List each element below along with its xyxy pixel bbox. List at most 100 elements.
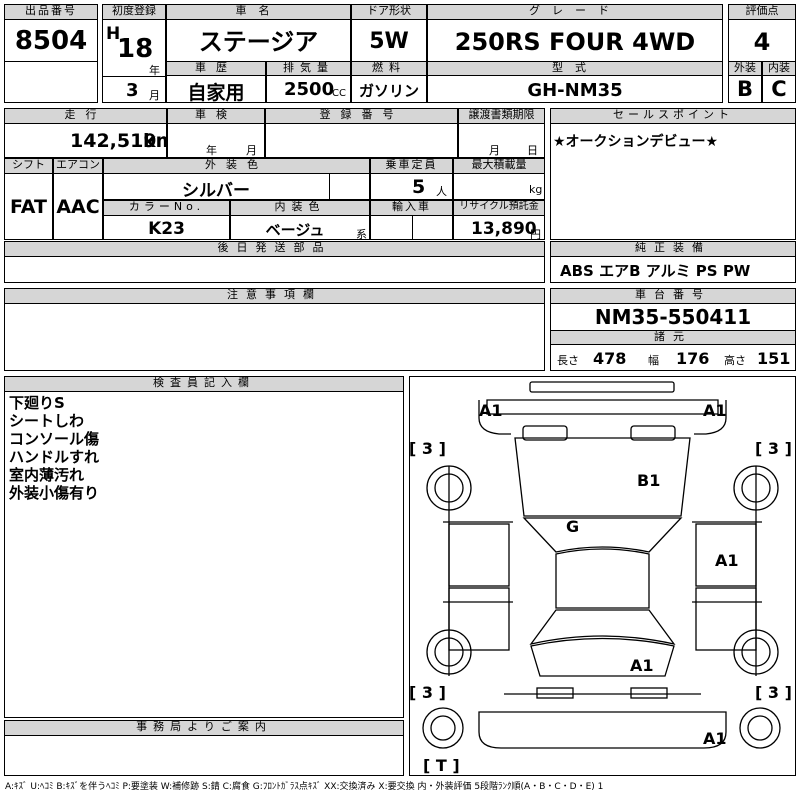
aircon-value: AAC	[56, 196, 100, 218]
inspector-note: 室内薄汚れ	[9, 466, 85, 484]
right-front-door	[695, 523, 757, 587]
spec-height-label: 高さ	[724, 354, 746, 367]
int-color-label: 内装色	[230, 200, 370, 216]
tire-fr: [ 3 ]	[755, 439, 792, 458]
wheel-fl	[426, 465, 472, 511]
equipment-label: 純正装備	[550, 241, 796, 257]
chassis-label: 車台番号	[550, 288, 796, 304]
history-value: 自家用	[187, 82, 245, 104]
left-body	[443, 466, 513, 676]
inspector-notes: 下廻りS シートしわ コンソール傷 ハンドルすれ 室内薄汚れ 外装小傷有り	[9, 394, 389, 502]
first-reg-month-unit: 月	[149, 89, 160, 102]
mileage-label: 走行	[4, 108, 167, 124]
int-color-unit: 系	[356, 228, 367, 241]
first-reg-era: H	[106, 24, 121, 44]
left-front-door	[448, 523, 510, 587]
grille-left	[522, 425, 568, 441]
front-bumper-left	[478, 400, 511, 435]
legend: A:ｷｽﾞ U:ﾍｺﾐ B:ｷｽﾞを伴うﾍｺﾐ P:要塗装 W:補修跡 S:錆 …	[5, 782, 604, 792]
spec-length-label: 長さ	[557, 354, 579, 367]
max-load-label: 最大積載量	[453, 158, 545, 174]
mark-front-left: A1	[479, 401, 503, 420]
history-label: 車歴	[166, 61, 266, 76]
right-rear-door	[695, 587, 757, 651]
mark-rear: A1	[630, 656, 654, 675]
car-name-value: ステージア	[198, 28, 319, 56]
shift-value: FAT	[10, 196, 47, 218]
transfer-label: 譲渡書類期限	[458, 108, 545, 124]
inspector-note: シートしわ	[9, 412, 85, 430]
ext-color-divider	[329, 173, 370, 200]
door-label: ドア形状	[351, 4, 427, 20]
aircon-label: エアコン	[53, 158, 103, 174]
front-bumper-right	[694, 400, 727, 435]
capacity-label: 乗車定員	[370, 158, 453, 174]
spare-tire	[422, 707, 464, 749]
later-parts-label: 後日発送部品	[4, 241, 545, 257]
spec-width-value: 176	[676, 349, 710, 368]
interior-label: 内装	[762, 61, 796, 76]
sales-point-cell	[550, 108, 796, 240]
first-reg-year-unit: 年	[149, 64, 160, 77]
score-label: 評価点	[728, 4, 796, 20]
score-value: 4	[753, 28, 771, 56]
model-label: 型式	[427, 61, 723, 76]
wheel-fr	[733, 465, 779, 511]
rear-lamp-right	[630, 687, 668, 699]
tailgate	[530, 637, 675, 677]
rear-bumper	[478, 711, 727, 749]
front-bumper-face	[486, 399, 719, 415]
left-rear-door	[448, 587, 510, 651]
inspector-note: コンソール傷	[9, 430, 100, 448]
first-reg-label: 初度登録	[102, 4, 166, 20]
color-no-label: カラーNo.	[103, 200, 230, 216]
inspection-label: 車検	[167, 108, 265, 124]
windshield	[522, 517, 683, 553]
tire-spare: [ T ]	[423, 756, 460, 775]
import-divider	[412, 215, 453, 240]
first-reg-year: 18	[117, 34, 154, 64]
grille-right	[630, 425, 676, 441]
shift-label: シフト	[4, 158, 53, 174]
first-reg-month-row	[102, 76, 166, 103]
mark-hood: B1	[637, 471, 660, 490]
grade-label: グレード	[427, 4, 723, 20]
grade-value: 250RS FOUR 4WD	[454, 28, 696, 56]
displacement-label: 排気量	[266, 61, 351, 76]
capacity-unit: 人	[436, 185, 447, 198]
spare-tire-right	[739, 707, 781, 749]
inspection-month-unit: 月	[246, 144, 257, 157]
max-load-unit: kg	[529, 183, 543, 196]
spec-width-label: 幅	[648, 354, 659, 367]
mark-front-right: A1	[703, 401, 727, 420]
model-value: GH-NM35	[527, 80, 623, 101]
inspection-year-unit: 年	[206, 144, 217, 157]
ext-color-value: シルバー	[182, 181, 250, 201]
inspector-note: 下廻りS	[9, 394, 65, 412]
office-label: 事務局よりご案内	[4, 720, 404, 736]
mark-roof: G	[566, 517, 579, 536]
lot-no-lower	[4, 61, 98, 103]
inspector-cell	[4, 376, 404, 718]
inspector-note: ハンドルすれ	[9, 448, 100, 466]
spec-height-value: 151	[757, 349, 791, 368]
lot-no-label: 出品番号	[4, 4, 98, 20]
recycle-unit: 円	[530, 228, 541, 241]
int-color-value: ベージュ	[265, 221, 325, 239]
lot-no-value: 8504	[14, 26, 88, 56]
sales-point-value: ★オークションデビュー★	[553, 134, 719, 150]
right-body	[692, 466, 762, 676]
fuel-label: 燃料	[351, 61, 427, 76]
mark-right-door: A1	[715, 551, 739, 570]
car-diagram: A1 A1 B1 G A1 A1 A1 [ 3 ] [ 3 ] [ 3 ] [ …	[409, 381, 792, 775]
reg-no-label: 登録番号	[265, 108, 458, 124]
car-diagram-panel	[409, 376, 796, 776]
exterior-value: B	[736, 77, 753, 101]
recycle-label: リサイクル預託金	[453, 200, 545, 216]
hood	[514, 437, 691, 517]
first-reg-month: 3	[126, 80, 139, 101]
color-no-value: K23	[148, 219, 185, 239]
spec-length-value: 478	[593, 349, 627, 368]
specs-label: 諸元	[550, 330, 796, 345]
wheel-rr	[733, 629, 779, 675]
